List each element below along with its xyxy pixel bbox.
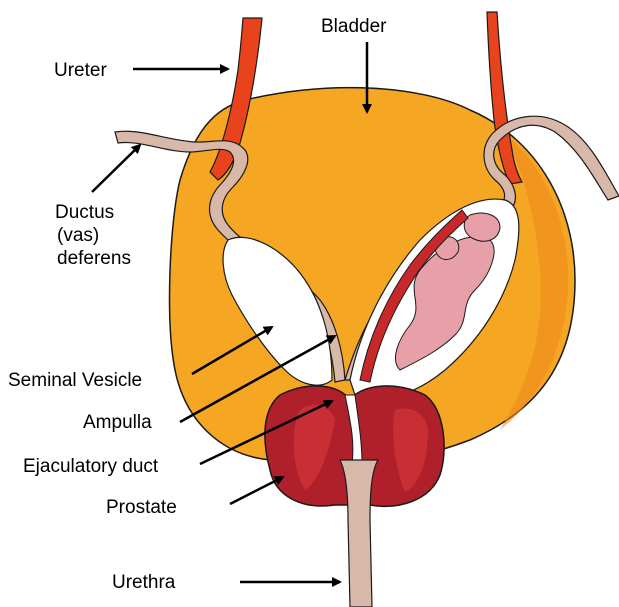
label-prostate: Prostate — [106, 497, 177, 518]
urethra — [340, 460, 378, 607]
label-ampulla: Ampulla — [83, 412, 152, 433]
label-ureter: Ureter — [54, 60, 107, 81]
label-ductus-line2: (vas) — [57, 225, 99, 246]
arrow-prostate — [230, 477, 283, 504]
label-ductus-line3: deferens — [57, 248, 131, 269]
label-seminal-vesicle: Seminal Vesicle — [8, 370, 142, 391]
label-urethra: Urethra — [112, 572, 176, 593]
label-ductus-line1: Ductus — [55, 202, 114, 223]
label-ejaculatory-duct: Ejaculatory duct — [23, 456, 159, 477]
arrow-ductus — [92, 145, 140, 192]
label-bladder: Bladder — [321, 16, 387, 37]
